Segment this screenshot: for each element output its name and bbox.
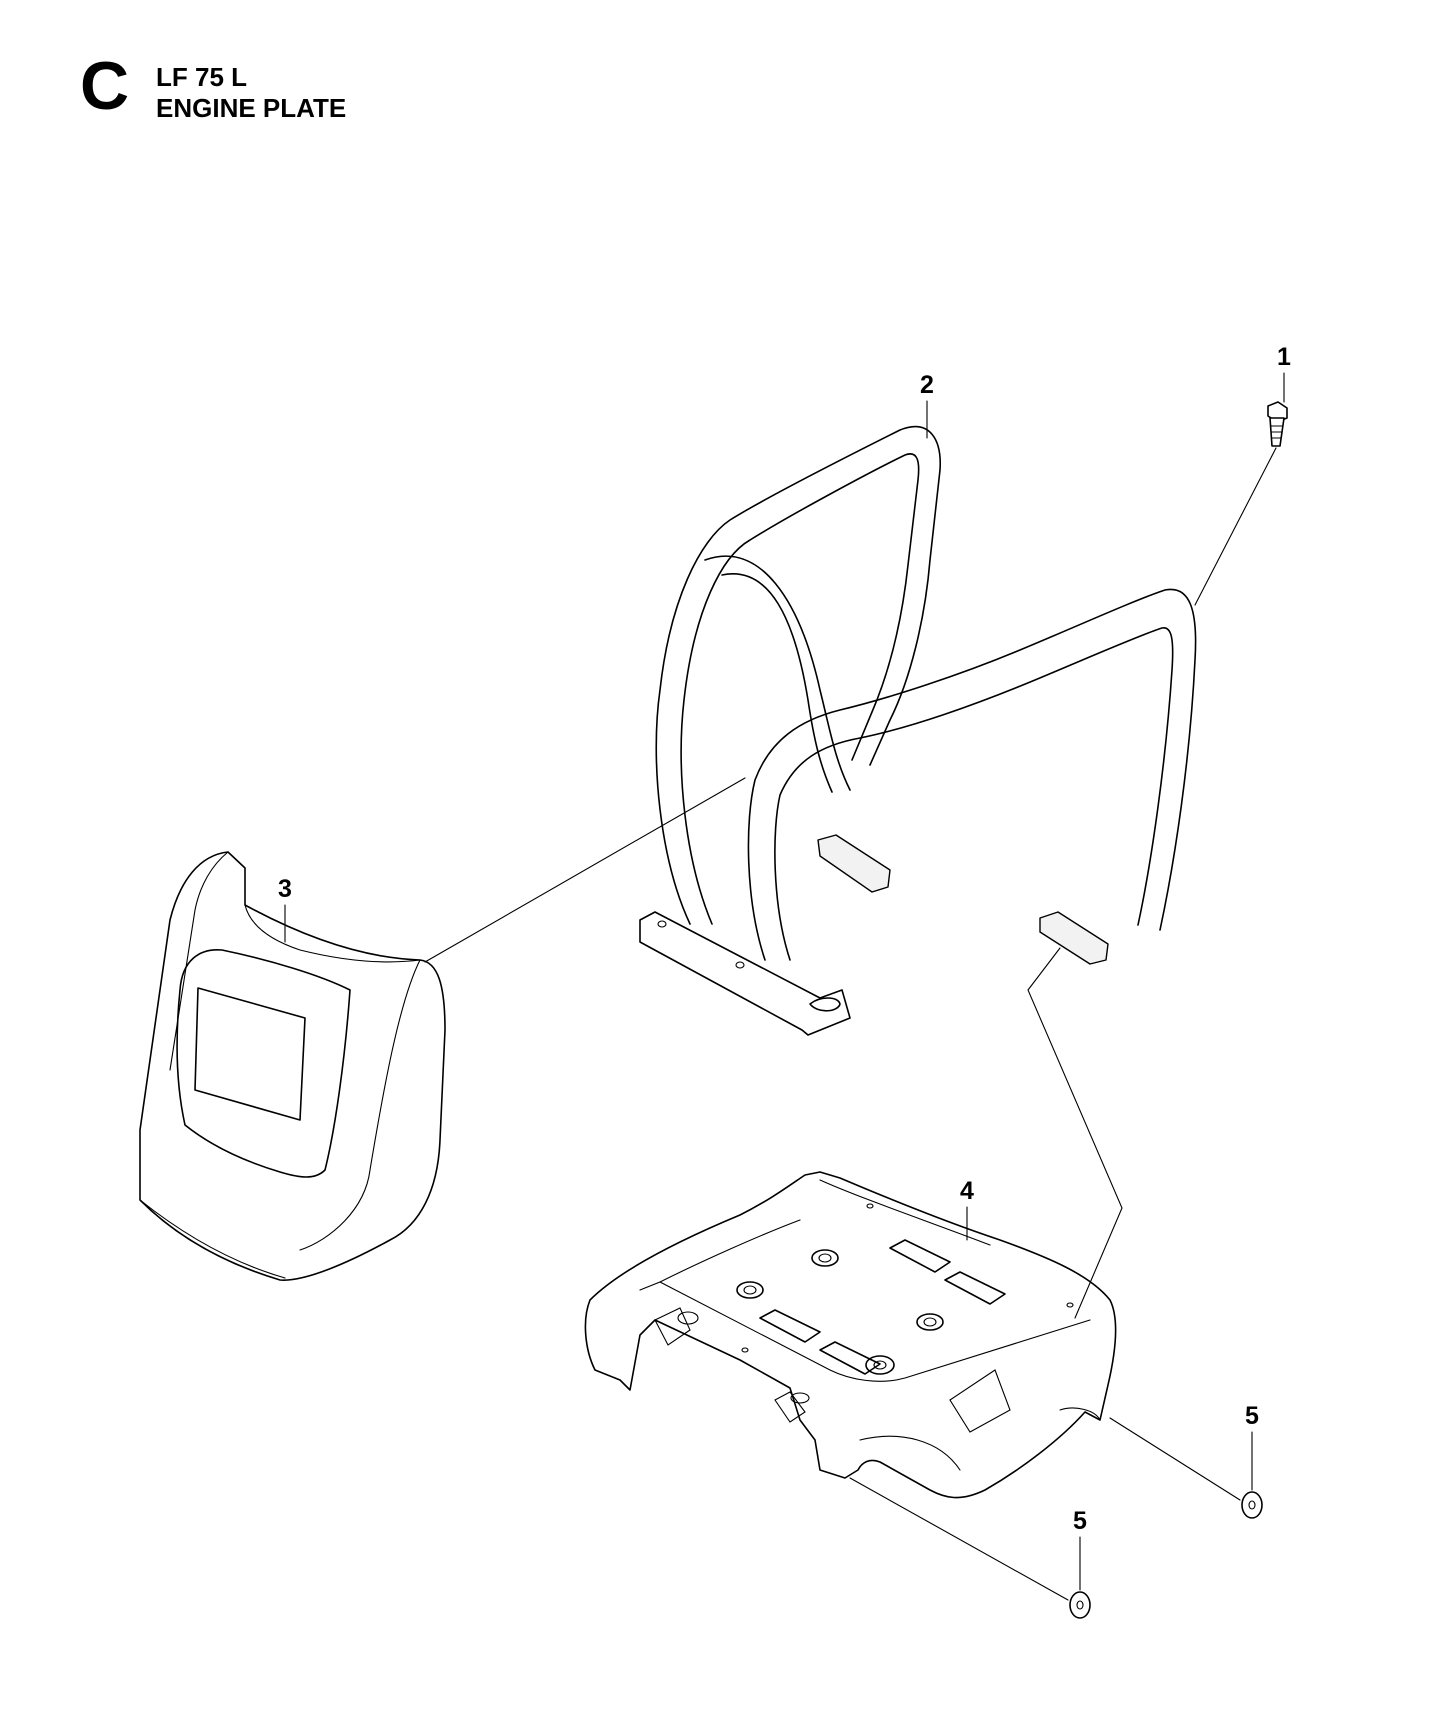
leader-lines	[284, 372, 1285, 1601]
callout-5-bottom: 5	[1073, 1507, 1087, 1535]
bolt-icon	[1267, 401, 1288, 447]
callout-1: 1	[1277, 343, 1291, 371]
model-name: LF 75 L	[156, 62, 248, 92]
engine-plate-icon	[584, 1171, 1117, 1499]
page-title: ENGINE PLATE	[156, 93, 347, 123]
handle-frame-icon	[639, 425, 1197, 1036]
cover-icon	[139, 851, 446, 1281]
callout-2: 2	[920, 371, 934, 399]
header-block: LF 75 L ENGINE PLATE	[156, 62, 346, 124]
callout-4: 4	[960, 1177, 974, 1205]
section-letter: C	[80, 48, 129, 124]
callout-5-right: 5	[1245, 1402, 1259, 1430]
callout-3: 3	[278, 875, 292, 903]
washer-icon	[1069, 1491, 1263, 1619]
